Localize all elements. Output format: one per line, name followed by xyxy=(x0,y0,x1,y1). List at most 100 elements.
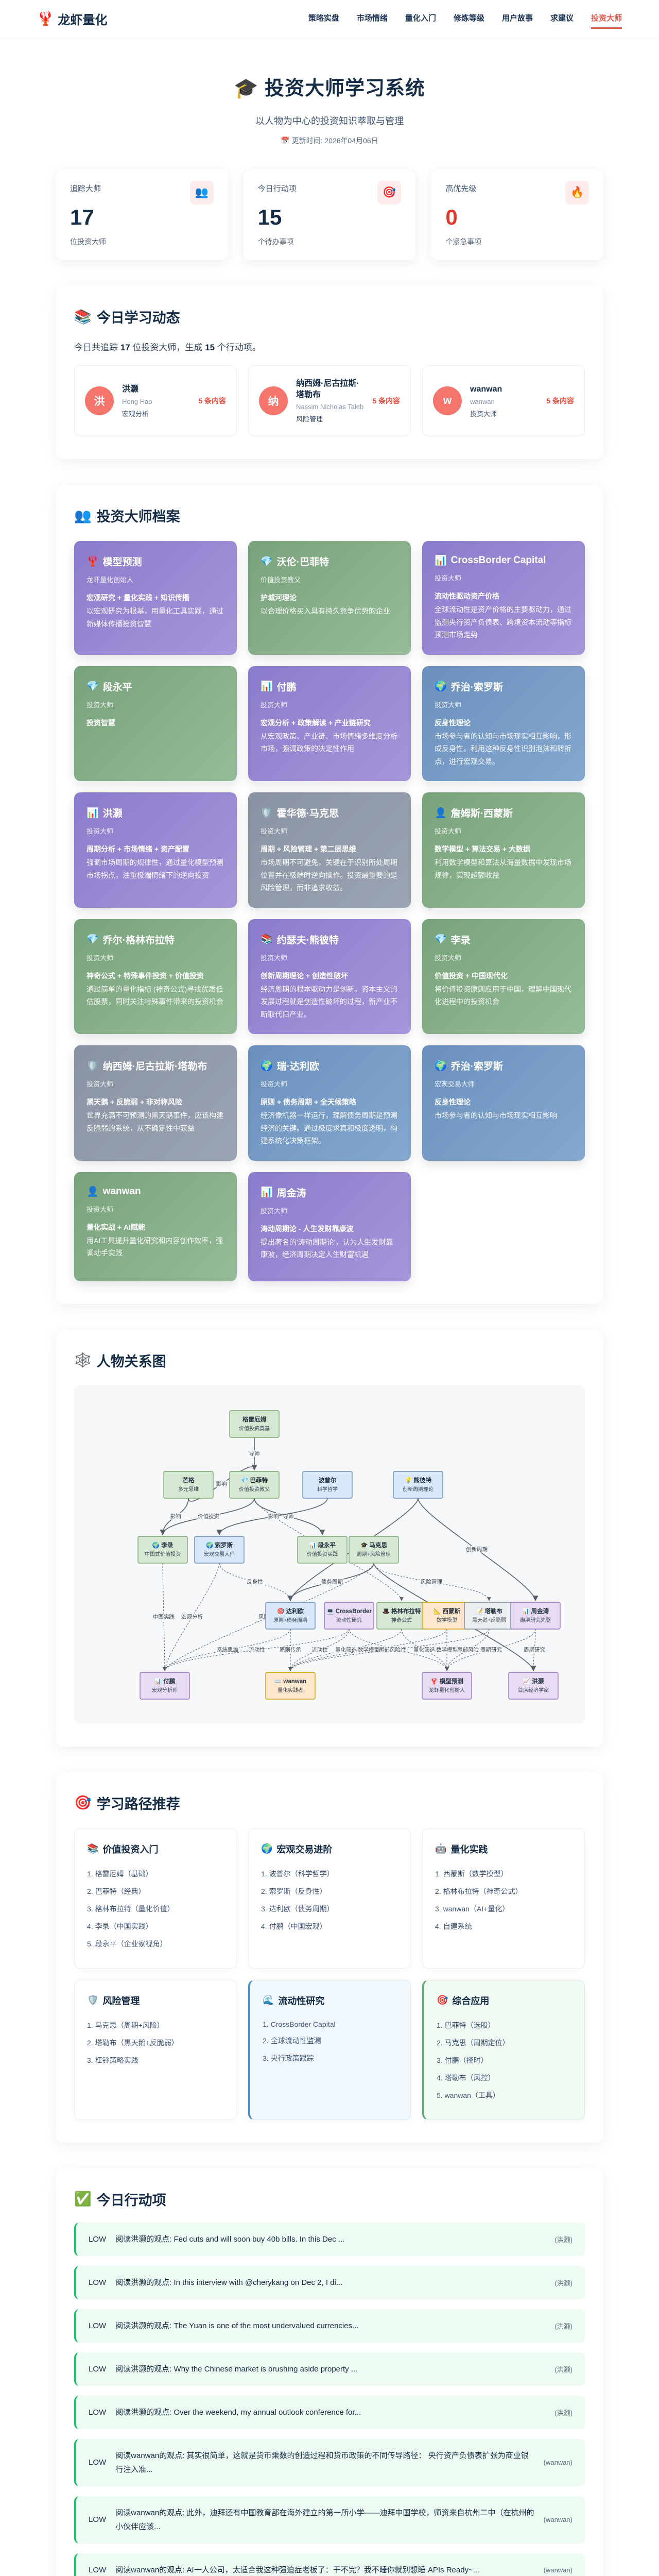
people-icon: 👥 xyxy=(74,507,92,523)
master-profile-card-6: 🌍乔治·索罗斯投资大师反身性理论市场参与者的认知与市场现实相互影响，形成反身性。… xyxy=(422,666,585,782)
nav-item-2[interactable]: 市场情绪 xyxy=(356,13,388,23)
nav-item-1[interactable]: 策略实盘 xyxy=(308,13,339,23)
svg-text:神奇公式: 神奇公式 xyxy=(391,1617,412,1623)
master-card-desc: 以合理价格买入具有持久竞争优势的企业 xyxy=(261,607,390,616)
path-step-3: 3. wanwan（AI+量化） xyxy=(435,1904,510,1913)
svg-text:📈 洪灏: 📈 洪灏 xyxy=(523,1677,544,1685)
target-icon: 🎯 xyxy=(74,1795,92,1811)
master-profile-card-1: 🦞模型预测龙虾量化创始人宏观研究 + 量化实践 + 知识传播以宏观研究为根基，用… xyxy=(74,541,237,655)
master-profile-card-5: 📊付鹏投资大师宏观分析 + 政策解读 + 产业链研究从宏观政策、产业链、市场情绪… xyxy=(248,666,411,782)
nav-item-5[interactable]: 用户故事 xyxy=(501,13,533,23)
priority-badge: LOW xyxy=(89,2458,107,2467)
content-count-badge: 5 条内容 xyxy=(198,397,226,405)
svg-text:📊 付鹏: 📊 付鹏 xyxy=(154,1677,176,1685)
graph-edge-label: 价值投资 xyxy=(198,1513,219,1519)
graph-node-crossborder: 💻 CrossBorder 流动性研究 xyxy=(324,1602,374,1630)
svg-text:📊 周金涛: 📊 周金涛 xyxy=(522,1607,549,1615)
svg-text:科学哲学: 科学哲学 xyxy=(317,1486,338,1493)
master-card-subtitle: 投资大师 xyxy=(435,827,462,836)
master-profile-card-17: 📊周金涛投资大师涛动周期论 - 人生发财靠康波提出著名的'涛动周期论'，认为人生… xyxy=(248,1172,411,1281)
svg-text:周期研究先驱: 周期研究先驱 xyxy=(520,1617,551,1623)
graph-edge-label: 尾部风险 xyxy=(457,1646,479,1653)
today-summary: 今日共追踪 17 位投资大师，生成 15 个行动项。 xyxy=(74,343,261,353)
master-name: 洪灏 xyxy=(122,384,139,394)
nav-item-3[interactable]: 量化入门 xyxy=(405,13,436,23)
action-text: 阅读wanwan的观点: AI一人公司，太适合我这种强迫症老板了：干不完？我不睡… xyxy=(115,2565,480,2574)
svg-text:价值投资奠基: 价值投资奠基 xyxy=(239,1425,270,1432)
svg-text:⌨️ wanwan: ⌨️ wanwan xyxy=(274,1679,306,1685)
master-card-subtitle: 投资大师 xyxy=(261,1207,288,1215)
graph-edge-buffett-lilu xyxy=(160,1498,255,1535)
path-step-2: 2. 全球流动性监测 xyxy=(263,2036,321,2045)
graph-edge-soros-dalio xyxy=(219,1563,292,1601)
svg-text:💻 CrossBorder: 💻 CrossBorder xyxy=(326,1608,372,1615)
graph-edge-label: 量化筛选 xyxy=(335,1646,357,1653)
action-text: 阅读洪灏的观点: In this interview with @cheryka… xyxy=(115,2278,343,2287)
master-profile-card-4: 💎段永平投资大师投资智慧 xyxy=(74,666,237,782)
nav-item-7[interactable]: 投资大师 xyxy=(591,9,622,29)
svg-text:流动性研究: 流动性研究 xyxy=(336,1617,362,1623)
action-text: 阅读洪灏的观点: Fed cuts and will soon buy 40b … xyxy=(115,2234,345,2244)
master-card-icon: 📊 xyxy=(261,1187,273,1198)
master-card-desc: 用AI工具提升量化研究和内容创作效率，强调动手实践 xyxy=(86,1236,223,1258)
relationship-graph-panel: 导师影响影响价值投资导师价值投资影响创新周期影响市场周期风险管理债务周期反身性宏… xyxy=(74,1384,585,1724)
nav-item-4[interactable]: 修炼等级 xyxy=(453,13,484,23)
master-card-icon: 📊 xyxy=(86,807,99,819)
stat-unit: 个待办事项 xyxy=(257,238,294,246)
master-card-philosophy: 周期 + 风险管理 + 第二层思维 xyxy=(261,845,356,854)
masters-section: 👥投资大师档案 🦞模型预测龙虾量化创始人宏观研究 + 量化实践 + 知识传播以宏… xyxy=(56,485,603,1304)
master-card-desc: 经济周期的根本驱动力是创新。资本主义的发展过程就是创造性破坏的过程，新产业不断取… xyxy=(261,985,397,1019)
master-card-subtitle: 投资大师 xyxy=(86,954,114,962)
avatar: 洪 xyxy=(85,386,114,416)
relationship-graph-svg: 导师影响影响价值投资导师价值投资影响创新周期影响市场周期风险管理债务周期反身性宏… xyxy=(137,1410,561,1700)
path-step-3: 3. 杠铃策略实践 xyxy=(87,2056,138,2064)
check-icon: ✅ xyxy=(74,2191,92,2207)
master-card-philosophy: 量化实战 + AI赋能 xyxy=(86,1223,145,1231)
path-step-2: 2. 马克思（周期定位） xyxy=(437,2038,510,2047)
path-step-3: 3. 央行政策跟踪 xyxy=(263,2054,314,2062)
svg-text:创新周期理论: 创新周期理论 xyxy=(403,1486,433,1493)
master-name-en: wanwan xyxy=(470,397,495,405)
graph-edge-label: 债务周期 xyxy=(321,1578,343,1585)
priority-badge: LOW xyxy=(89,2234,107,2244)
master-field: 投资大师 xyxy=(470,410,497,418)
graph-edge-popper-soros xyxy=(216,1498,328,1535)
action-text: 阅读wanwan的观点: 此外，迪拜还有中国教育部在海外建立的第一所小学——迪拜… xyxy=(115,2508,534,2531)
graph-edge-soros-fupeng xyxy=(163,1563,220,1671)
master-card-desc: 市场参与者的认知与市场现实相互影响，形成反身性。利用这种反身性识别泡沫和转折点，… xyxy=(435,732,571,766)
svg-text:📐 西蒙斯: 📐 西蒙斯 xyxy=(433,1607,461,1615)
path-card-title: 风险管理 xyxy=(102,1995,140,2006)
master-card-name: 沃伦·巴菲特 xyxy=(276,557,329,568)
nav-item-6[interactable]: 求建议 xyxy=(550,13,574,23)
master-card-name: 付鹏 xyxy=(276,682,297,693)
graph-edge-marks-dalio xyxy=(287,1563,374,1601)
master-card-philosophy: 创新周期理论 + 创造性破坏 xyxy=(261,971,348,980)
action-source: (洪灏) xyxy=(554,2322,573,2330)
master-card-philosophy: 投资智慧 xyxy=(86,718,115,727)
action-source: (洪灏) xyxy=(554,2235,573,2244)
graph-edge-label: 流动性 xyxy=(249,1646,265,1653)
path-step-2: 2. 巴菲特（经典） xyxy=(87,1887,146,1895)
svg-text:中国式价值投资: 中国式价值投资 xyxy=(145,1551,181,1557)
master-card-philosophy: 原则 + 债务周期 + 全天候策略 xyxy=(261,1098,356,1107)
priority-badge: LOW xyxy=(89,2515,107,2524)
master-field: 宏观分析 xyxy=(122,410,149,418)
main-nav: 策略实盘 市场情绪 量化入门 修炼等级 用户故事 求建议 投资大师 xyxy=(308,9,622,29)
master-card-philosophy: 宏观研究 + 量化实践 + 知识传播 xyxy=(86,594,189,602)
logo[interactable]: 🦞 龙虾量化 xyxy=(37,10,107,28)
